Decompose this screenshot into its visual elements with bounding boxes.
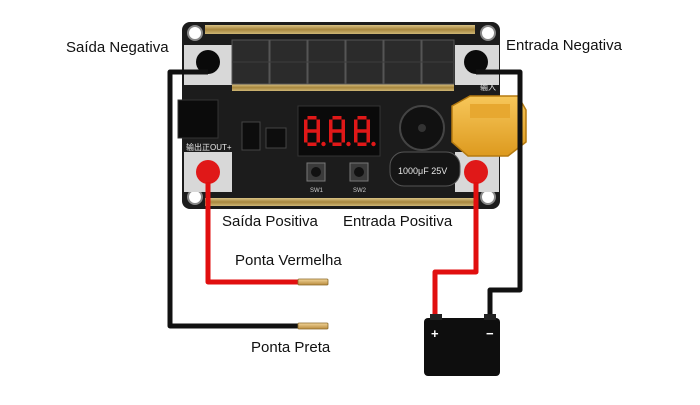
label-saida-negativa: Saída Negativa bbox=[66, 39, 169, 56]
display-segment bbox=[316, 119, 320, 131]
display-segment bbox=[329, 131, 333, 143]
mosfet-row bbox=[231, 39, 455, 85]
display-segment bbox=[366, 131, 370, 143]
sw1-label: SW1 bbox=[310, 188, 324, 194]
battery-body bbox=[424, 318, 500, 376]
terminal-entrada-negativa bbox=[464, 50, 488, 74]
seven-segment-display bbox=[297, 105, 381, 157]
copper-strip-middle bbox=[232, 84, 454, 91]
display-segment bbox=[307, 142, 317, 146]
wire-bateria-positivo bbox=[432, 182, 479, 322]
battery-plus-symbol: + bbox=[431, 326, 439, 341]
terminal-entrada-positiva bbox=[464, 160, 488, 184]
display-segment bbox=[316, 131, 320, 143]
display-segment bbox=[357, 142, 367, 146]
wire-bateria-negativo bbox=[476, 69, 523, 322]
display-segment bbox=[332, 116, 342, 120]
display-segment bbox=[366, 119, 370, 131]
display-segment bbox=[357, 116, 367, 120]
display-segment bbox=[332, 142, 342, 146]
pcb-board: 输出正OUT+ 输入 SW1 SW2 1000μF 25V bbox=[177, 22, 527, 209]
display-segment bbox=[329, 119, 333, 131]
display-segment bbox=[304, 131, 308, 143]
terminal-saida-positiva bbox=[196, 160, 220, 184]
xt60-connector bbox=[451, 95, 527, 157]
display-segment bbox=[332, 129, 342, 133]
mount-hole-icon bbox=[187, 25, 203, 41]
display-segment bbox=[354, 131, 358, 143]
wire-ponta-vermelha bbox=[205, 182, 300, 285]
mount-hole-icon bbox=[480, 25, 496, 41]
display-segment bbox=[357, 129, 367, 133]
label-entrada-positiva: Entrada Positiva bbox=[343, 213, 453, 230]
capacitor-marking: 1000μF 25V bbox=[398, 166, 447, 176]
dc-jack bbox=[177, 99, 219, 139]
battery-terminal-positive bbox=[430, 314, 442, 320]
copper-strip-top bbox=[205, 25, 475, 34]
out-plus-marking: 输出正OUT+ bbox=[186, 142, 232, 152]
xt60-top-face bbox=[470, 104, 510, 118]
buzzer-hole bbox=[418, 124, 426, 132]
ic-chip bbox=[265, 127, 287, 149]
sw2-label: SW2 bbox=[353, 188, 367, 194]
display-digits bbox=[304, 116, 376, 147]
battery-terminal-negative bbox=[484, 314, 496, 320]
display-segment bbox=[307, 116, 317, 120]
wires bbox=[167, 69, 523, 329]
label-ponta-preta: Ponta Preta bbox=[251, 339, 331, 356]
label-saida-positiva: Saída Positiva bbox=[222, 213, 318, 230]
ponta-vermelha-tip bbox=[297, 278, 329, 286]
display-segment bbox=[354, 119, 358, 131]
in-marking: 输入 bbox=[480, 82, 496, 92]
label-ponta-vermelha: Ponta Vermelha bbox=[235, 252, 342, 269]
sw2-button-cap bbox=[354, 167, 364, 177]
label-entrada-negativa: Entrada Negativa bbox=[506, 37, 622, 54]
battery-minus-symbol: − bbox=[486, 326, 494, 341]
mount-hole-icon bbox=[187, 189, 203, 205]
ponta-preta-tip bbox=[297, 322, 329, 330]
display-decimal-point bbox=[321, 141, 326, 147]
battery: + − bbox=[424, 314, 500, 376]
ic-chip bbox=[241, 121, 261, 151]
capacitor bbox=[389, 151, 461, 187]
probe-tips bbox=[297, 278, 329, 330]
display-decimal-point bbox=[346, 141, 351, 147]
display-segment bbox=[341, 131, 345, 143]
display-segment bbox=[341, 119, 345, 131]
sw1-button-cap bbox=[311, 167, 321, 177]
display-decimal-point bbox=[371, 141, 376, 147]
display-segment bbox=[307, 129, 317, 133]
mount-hole-icon bbox=[480, 189, 496, 205]
terminal-saida-negativa bbox=[196, 50, 220, 74]
copper-strip-bottom bbox=[205, 198, 475, 206]
wire-ponta-preta bbox=[167, 69, 300, 329]
display-segment bbox=[304, 119, 308, 131]
